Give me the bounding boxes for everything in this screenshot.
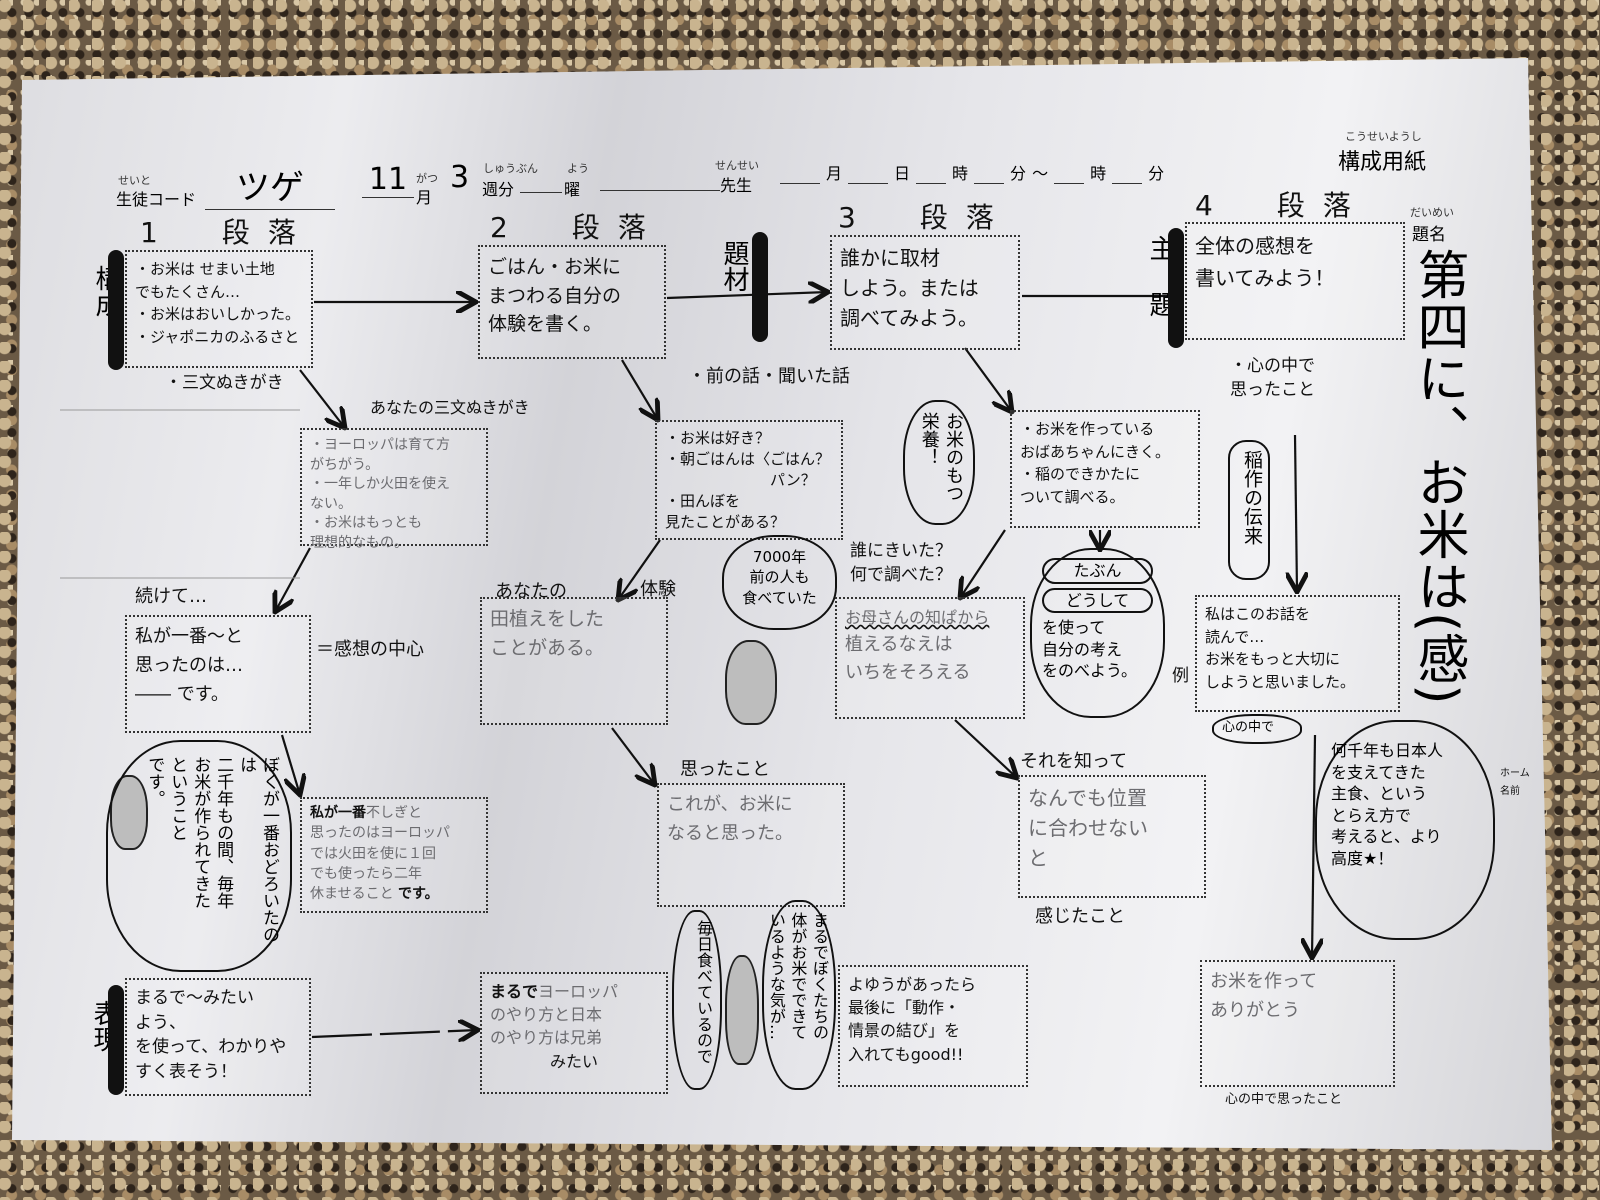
day-ruby: よう [567,162,589,175]
paragraph-1-heading: 1 段落 [140,216,314,249]
p3-who-label: 誰にきいた？ 何で調べた？ [850,541,952,585]
date-day: 日 [894,164,911,183]
teacher-field[interactable] [600,190,720,191]
title-area-label: 題名 [1412,225,1446,245]
marker-bar [108,985,124,1095]
date-tilde: 〜 [1032,164,1049,183]
p2-simile-head: まるで [490,982,539,1001]
sheet-title: 構成用紙 [1338,150,1427,175]
p2-thought-label: 思ったこと [680,759,770,780]
p2-simile-text: ヨーロッパ のやり方と日本 のやり方は兄弟 [490,982,619,1048]
p3-felt-label: 感じたこと [1035,906,1125,927]
p3-knew-label: それを知って [1020,751,1128,772]
teacher-label: 先生 [720,176,753,195]
frog-drawing [725,640,777,725]
student-code-label: 生徒コード [116,190,197,209]
day-label: 曜 [564,180,581,199]
title-ruby: こうせいようし [1345,130,1422,143]
p2-questions-box: ・お米は好き？ ・朝ごはんは〈ごはん？ パン？ ・田んぼを 見たことがある？ [655,420,843,540]
p4-final-box[interactable]: お米を作って ありがとう [1200,960,1395,1087]
p4-example-label: 例 [1172,666,1189,686]
p4-prompt-box: 全体の感想を 書いてみよう！ [1185,222,1405,340]
p1-continue-label: 続けて… [135,586,207,607]
p3-extra-box: よゆうがあったら 最後に「動作・ 情景の結び」を 入れてもgood!! [838,965,1028,1087]
p3-hint-rest: を使って 自分の考え をのべよう。 [1042,618,1138,681]
p2-experience-box[interactable]: 田植えをした ことがある。 [480,597,668,725]
p1-quote-box[interactable]: ・ヨーロッパは育て方 がちがう。 ・一年しか火田を使え ない。 ・お米はもっとも… [300,428,488,551]
p3-who-text: 植えるなえは いちをそろえる [845,633,971,684]
title-value[interactable]: 第四に、お米は(感) [1408,248,1468,705]
p2-simile-box[interactable]: まるでヨーロッパ のやり方と日本 のやり方は兄弟みたい [480,972,668,1094]
p3-nutrition-cloud: お米のもつ栄養！ [903,400,975,525]
p1-speech-bubble: ぼくが一番おどろいたのは 二千年もの間、毎年 お米が作られてきた ということ で… [106,740,292,972]
p1-answer-head: 私が一番 [310,805,366,821]
p2-simile-tail: みたい [549,1051,598,1071]
p4-note: ・心の中で 思ったこと [1230,356,1315,400]
p3-research-box: ・お米を作っている おばあちゃんにきく。 ・稲のできかたに ついて調べる。 [1010,410,1200,528]
date-hour-end: 時 [1090,164,1107,183]
p2-exp-label-2: 体験 [640,579,676,600]
title-area-ruby: だいめい [1410,206,1454,219]
p3-hint-a: たぶん [1042,558,1153,584]
date-time-fields[interactable]: 月 日 時 分 〜 時 分 [780,160,1164,184]
frog-drawing [725,955,759,1065]
student-code-field[interactable]: ツゲ [205,160,335,210]
p2-prompt-box: ごはん・お米に まつわる自分の 体験を書く。 [478,245,666,359]
paragraph-2-heading: 2 段落 [490,211,664,244]
p1-center-box: 私が一番〜と 思ったのは… ―― です。 [125,615,311,733]
side-label-material: 題材 [719,240,749,292]
p1-center-note: ＝感想の中心 [316,639,424,660]
p1-expression-box: まるで〜みたい よう、 を使って、わかりや すく表そう！ [125,978,311,1096]
marker-bar [752,232,768,342]
p3-who-box[interactable]: お母さんの知ぱから植えるなえは いちをそろえる [835,597,1025,719]
p1-prompt-box: ・お米は せまい土地 でもたくさん… ・お米はおいしかった。 ・ジャポニカのふる… [125,250,313,368]
p2-frog-bubble-3: 毎日食べているので [672,910,722,1090]
p4-origin-cloud: 稲作の伝来 [1228,440,1270,580]
p2-frog-bubble: 7000年 前の人も 食べていた [722,535,837,630]
week-label: 週分 [482,180,515,199]
paragraph-4-heading: 4 段落 [1195,189,1369,222]
teacher-ruby: せんせい [715,159,759,172]
month-ruby: がつ [416,172,438,185]
p1-sub-label: あなたの三文ぬきがき [370,398,530,417]
day-field[interactable] [520,192,562,193]
marker-bar [108,250,124,370]
p2-thought-box[interactable]: これが、お米に なると思った。 [657,783,845,907]
week-field[interactable]: 3 [450,160,470,195]
date-minute: 分 [1010,164,1027,183]
p4-bottom-cut-text: 心の中で思ったこと [1225,1092,1343,1104]
date-minute-end: 分 [1148,164,1165,183]
p3-who-head: お母さんの知ぱから [845,608,990,627]
p1-answer-text: 不しぎと 思ったのはヨーロッパ では火田を使に１回 でも使ったら二年 休ませるこ… [310,805,450,903]
p2-exp-label: あなたの [495,581,567,602]
p1-answer-box[interactable]: 私が一番不しぎと 思ったのはヨーロッパ では火田を使に１回 でも使ったら二年 休… [300,797,488,913]
p1-answer-tail: です。 [398,886,439,903]
date-month: 月 [826,164,843,183]
p3-hint-b: どうして [1042,587,1153,614]
p4-example-box: 私はこのお話を 読んで… お米をもっと大切に しようと思いました。 [1195,595,1400,712]
p3-knew-box[interactable]: なんでも位置 に合わせない と [1018,775,1206,898]
p2-note: ・前の話・聞いた話 [688,366,850,387]
p4-name-note: ホーム 名前 [1500,768,1530,797]
month-label: 月 [416,188,433,207]
p4-big-cloud: 何千年も日本人 を支えてきた 主食、という とらえ方で 考えると、より 高度★！ [1315,720,1495,940]
p4-heart-label: 心の中で [1212,714,1302,744]
p3-hint-cloud: たぶんどうしてを使って 自分の考え をのべよう。 [1030,548,1165,718]
month-field[interactable]: 11 [362,162,414,198]
week-ruby: しゅうぶん [483,162,538,175]
marker-bar [1168,228,1184,348]
p3-prompt-box: 誰かに取材 しよう。または 調べてみよう。 [830,235,1020,350]
p2-frog-bubble-2: まるでぼくたちの 体がお米でできて いるような気が… [762,900,836,1090]
date-hour: 時 [952,164,969,183]
student-code-ruby: せいと [118,174,151,187]
paragraph-3-heading: 3 段落 [838,201,1012,234]
p1-note: ・三文ぬきがき [165,373,284,393]
